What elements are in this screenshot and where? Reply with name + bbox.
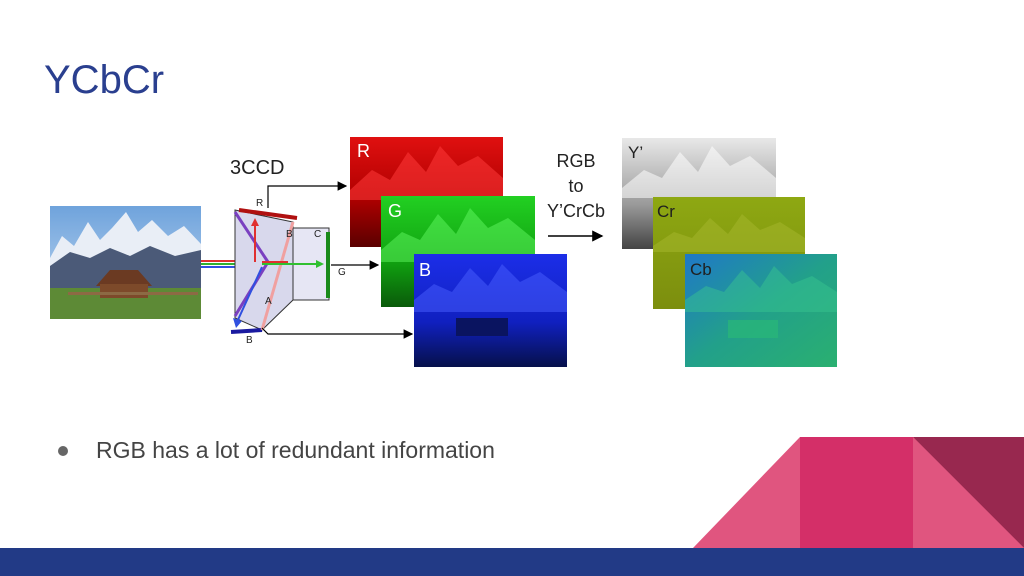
cb-image: Cb	[685, 254, 837, 367]
decorative-shapes	[693, 437, 1024, 548]
channel-connectors	[261, 181, 414, 339]
luma-label: Y’	[628, 143, 643, 162]
camera-label: 3CCD	[230, 157, 284, 179]
source-photo	[50, 206, 201, 319]
bullet-item: RGB has a lot of redundant information	[58, 437, 495, 464]
prism-label-b-bottom: B	[246, 335, 253, 346]
cb-label: Cb	[690, 260, 712, 279]
cr-label: Cr	[657, 202, 675, 221]
footer-bar	[0, 548, 1024, 576]
prism-label-g: G	[338, 267, 346, 278]
slide-title: YCbCr	[44, 58, 165, 102]
red-channel-image: R	[350, 137, 503, 247]
blue-channel-image: B	[414, 254, 567, 367]
prism-label-b-top: B	[286, 229, 293, 240]
blue-channel-label: B	[419, 260, 431, 280]
prism-label-r: R	[256, 198, 263, 209]
conversion-label-line3: Y’CrCb	[547, 201, 605, 221]
conversion-label-line1: RGB	[556, 151, 595, 171]
conversion-label-line2: to	[568, 176, 583, 196]
green-channel-label: G	[388, 201, 402, 221]
red-channel-label: R	[357, 141, 370, 161]
prism-label-a: A	[265, 296, 272, 307]
prism-label-c: C	[314, 229, 321, 240]
bullet-text: RGB has a lot of redundant information	[96, 437, 495, 463]
bullet-dot	[58, 445, 68, 456]
prism-assembly	[230, 208, 330, 334]
luma-image: Y’	[622, 138, 776, 249]
